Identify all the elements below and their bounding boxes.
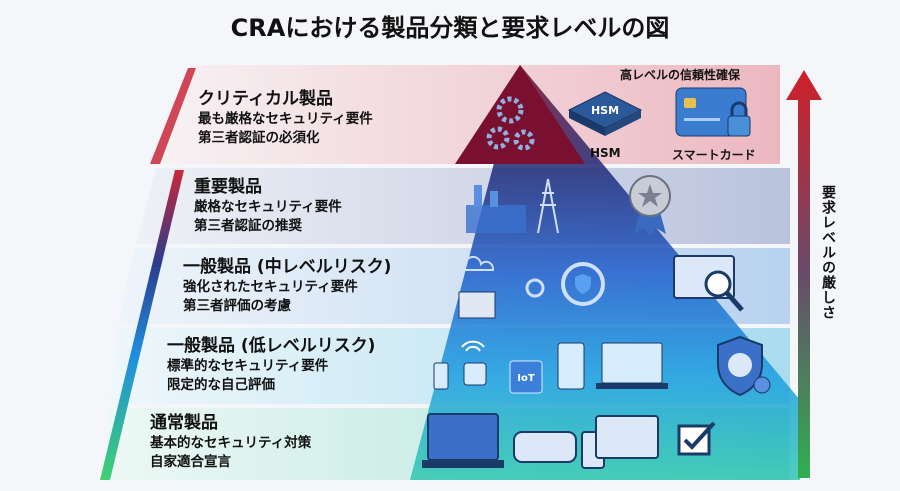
lock-icon — [727, 115, 751, 137]
wifi-icon — [461, 340, 485, 352]
tier-line: 第三者認証の推奨 — [194, 218, 302, 234]
iot-label: IoT — [517, 373, 535, 384]
tier-name: 一般製品 (低レベルリスク) — [167, 336, 376, 356]
high-trust-heading: 高レベルの信頼性確保 — [620, 68, 741, 82]
industrial-plant-icon — [466, 178, 559, 234]
tier-line: 第三者認証の必須化 — [198, 130, 320, 146]
magnifier-shield-icon — [561, 262, 605, 306]
laptop-icon — [601, 342, 663, 384]
tier-line: 限定的な自己評価 — [167, 377, 275, 393]
tier-name: 重要製品 — [194, 177, 262, 197]
tier-important: 重要製品 厳格なセキュリティ要件 第三者認証の推奨 — [194, 176, 342, 236]
tier-line: 厳格なセキュリティ要件 — [194, 199, 342, 215]
tier-line: 強化されたセキュリティ要件 — [183, 279, 358, 295]
shield-badge-icon — [717, 335, 771, 397]
hsm-badge: HSM — [591, 104, 619, 117]
tier-line: 標準的なセキュリティ要件 — [167, 358, 329, 374]
hsm-device-icon: HSM — [567, 91, 643, 136]
factory-cloud-shield-icon — [458, 255, 605, 319]
laptop-icon — [427, 413, 499, 461]
cloud-icon — [463, 255, 495, 271]
iot-devices-icon: IoT — [433, 340, 668, 394]
tier-name: 一般製品 (中レベルリスク) — [183, 257, 392, 277]
hsm-label: HSM — [590, 146, 621, 160]
requirement-strictness-axis-label: 要求レベルの厳しさ — [820, 185, 836, 320]
game-console-icon — [513, 431, 577, 463]
tier-line: 基本的なセキュリティ対策 — [150, 435, 312, 451]
tier-line: 第三者評価の考慮 — [183, 298, 291, 314]
monitor-icon — [595, 415, 659, 459]
smart-card-label: スマートカード — [672, 148, 756, 162]
gears-icon — [486, 96, 535, 151]
tier-name: クリティカル製品 — [198, 89, 333, 109]
tier-line: 自家適合宣言 — [150, 454, 231, 470]
tier-normal: 通常製品 基本的なセキュリティ対策 自家適合宣言 — [150, 412, 311, 472]
tier-name: 通常製品 — [150, 413, 218, 433]
power-tower-icon — [537, 178, 559, 234]
tier-general-low: 一般製品 (低レベルリスク) 標準的なセキュリティ要件 限定的な自己評価 — [167, 335, 375, 395]
certification-badge-icon — [629, 175, 671, 236]
gear-icon — [525, 278, 545, 298]
smart-card-icon — [675, 87, 751, 137]
tier-line: 最も厳格なセキュリティ要件 — [198, 111, 373, 127]
page-title: CRAにおける製品分類と要求レベルの図 — [230, 14, 670, 42]
tier-critical: クリティカル製品 最も厳格なセキュリティ要件 第三者認証の必須化 — [198, 88, 373, 148]
checkbox-icon — [677, 421, 716, 456]
tier-general-medium: 一般製品 (中レベルリスク) 強化されたセキュリティ要件 第三者評価の考慮 — [183, 256, 391, 316]
consumer-devices-icon — [422, 413, 659, 469]
monitor-search-icon — [673, 255, 744, 312]
phone-icon — [557, 342, 585, 390]
